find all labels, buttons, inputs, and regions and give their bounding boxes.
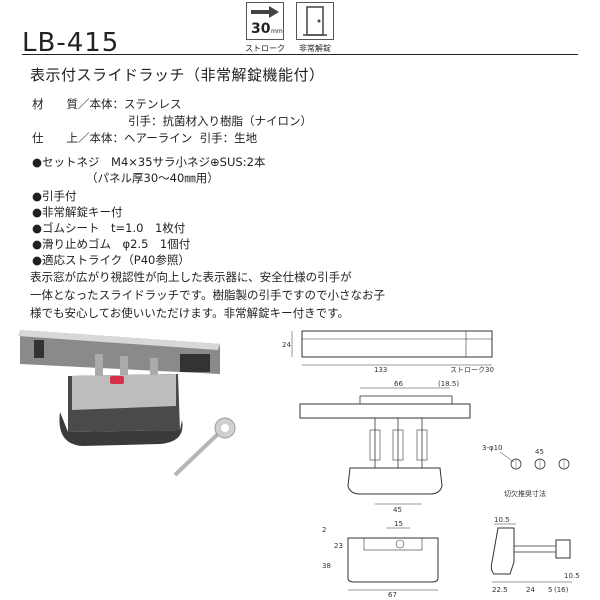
set-screw-line: ●セットネジ M4×35サラ小ネジ⊕SUS:2本: [32, 155, 266, 169]
side-view-drawing: 10.5 22.5 24 5 (16) 10.5: [490, 516, 580, 594]
description-line: 様でも安心してお使いいただけます。非常解錠キー付きです。: [30, 306, 350, 320]
description-line: 一体となったスライドラッチです。樹脂製の引手ですので小さなお子: [30, 288, 386, 302]
emergency-badge: [296, 2, 334, 40]
dim-side-105b: 10.5: [564, 572, 580, 580]
spec-material: 材 質／本体：ステンレス: [32, 96, 182, 113]
product-subtitle: 表示付スライドラッチ（非常解錠機能付）: [30, 66, 325, 84]
dim-side-5: 5: [548, 586, 552, 594]
dim-side-24: 24: [526, 586, 535, 594]
dim-top-length: 133: [374, 366, 387, 374]
stroke-arrow-icon: 30 mm: [251, 6, 283, 37]
spec-handle-key: 引手：: [128, 114, 163, 128]
dim-hole-45: 45: [535, 448, 544, 456]
dim-top-height: 24: [282, 341, 291, 349]
panel-thickness-line: （パネル厚30〜40㎜用）: [86, 171, 219, 185]
hole-pattern-drawing: 3-φ10 45 切欠推奨寸法: [482, 444, 570, 498]
dim-bot-23: 23: [334, 542, 343, 550]
description-line: 表示窓が広がり視認性が向上した表示器に、安全仕様の引手が: [30, 270, 352, 284]
front-view-drawing: 66 (18.5) 45: [299, 380, 471, 514]
stroke-value: 30: [251, 21, 271, 37]
dim-top-stroke: ストローク30: [450, 366, 494, 374]
dim-side-105: 10.5: [494, 516, 510, 524]
spec-finish-body: ヘアーライン: [124, 131, 193, 145]
dim-bot-2: 2: [322, 526, 326, 534]
model-number: LB-415: [22, 28, 120, 58]
emergency-label: 非常解錠: [299, 44, 331, 53]
bullet-item: ●滑り止めゴム φ2.5 1個付: [32, 237, 191, 251]
door-icon: [303, 6, 327, 36]
dim-bot-38: 38: [322, 562, 331, 570]
title-rule: [22, 54, 578, 55]
dim-hole-label: 3-φ10: [482, 444, 503, 452]
dim-mid-185: (18.5): [438, 380, 459, 388]
bullet-item: ●引手付: [32, 189, 77, 203]
dim-mid-66: 66: [394, 380, 403, 388]
spec-material-key: 材 質／本体：: [32, 97, 124, 111]
stroke-badge: 30 mm: [246, 2, 284, 40]
hole-caption: 切欠推奨寸法: [504, 489, 546, 498]
dim-bot-67: 67: [388, 591, 397, 598]
spec-material-body: ステンレス: [124, 97, 182, 111]
spec-finish-handle-key: 引手：: [199, 131, 235, 145]
bullet-item: ●適応ストライク（P40参照）: [32, 253, 190, 267]
description: 表示窓が広がり視認性が向上した表示器に、安全仕様の引手が 一体となったスライドラ…: [30, 268, 570, 322]
dim-side-225: 22.5: [492, 586, 508, 594]
bullet-item: ●非常解錠キー付: [32, 205, 123, 219]
bottom-view-drawing: 15 2 38 23 67: [322, 520, 439, 598]
bullet-item: ●ゴムシート t=1.0 1枚付: [32, 221, 186, 235]
spec-handle: 引手：抗菌材入り樹脂（ナイロン）: [128, 113, 312, 130]
spec-finish: 仕 上／本体：ヘアーライン 引手：生地: [32, 130, 257, 147]
stroke-unit: mm: [271, 28, 283, 35]
dim-side-16: (16): [554, 586, 569, 594]
top-view-drawing: 24 133 ストローク30: [282, 330, 494, 374]
dim-mid-45: 45: [393, 506, 402, 514]
dim-bot-15: 15: [394, 520, 403, 528]
spec-finish-key: 仕 上／本体：: [32, 131, 124, 145]
stroke-label: ストローク: [245, 44, 285, 53]
spec-finish-handle-value: 生地: [234, 131, 258, 145]
spec-handle-value: 抗菌材入り樹脂（ナイロン）: [162, 114, 313, 128]
product-photo: [18, 330, 236, 477]
